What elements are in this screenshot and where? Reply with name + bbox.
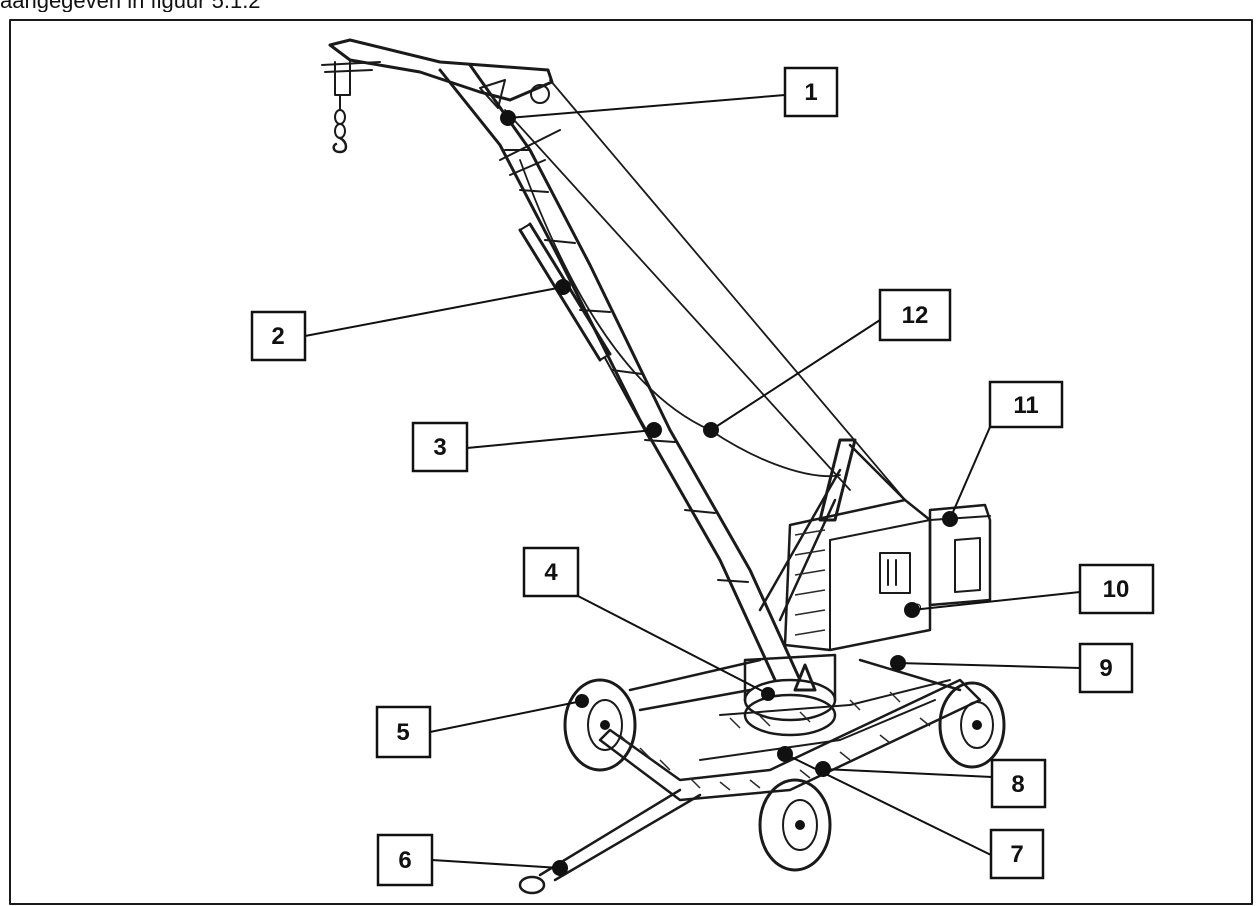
label-10: 10 (1078, 563, 1155, 615)
label-5-text: 5 (396, 719, 409, 746)
label-2: 2 (250, 310, 307, 362)
luffing-cylinder (518, 222, 651, 441)
label-8-text: 8 (1011, 771, 1024, 798)
figure-caption: aangegeven in figuur 5.1.2 (0, 0, 900, 12)
label-3-text: 3 (433, 434, 446, 461)
slewing-ring (743, 653, 837, 737)
drawbar (518, 788, 702, 895)
label-6-text: 6 (398, 847, 411, 874)
label-5: 5 (375, 705, 432, 759)
boom (438, 63, 802, 682)
label-4-text: 4 (544, 559, 558, 586)
label-4: 4 (522, 546, 580, 598)
chassis (598, 678, 982, 802)
label-3: 3 (411, 421, 469, 473)
label-7: 7 (989, 828, 1045, 880)
outriggers (628, 658, 962, 712)
label-10-text: 10 (1103, 576, 1130, 603)
label-8: 8 (990, 758, 1047, 809)
figure-frame (9, 19, 1253, 905)
control-cabinet: D (783, 498, 932, 652)
wheel-rear-right (938, 681, 1006, 769)
label-11-text: 11 (1013, 392, 1038, 419)
label-1-text: 1 (804, 79, 817, 106)
label-2-text: 2 (271, 323, 284, 350)
callouts: 1 2 3 4 5 6 7 8 (250, 66, 1155, 887)
label-7-text: 7 (1010, 841, 1023, 868)
label-9: 9 (1078, 642, 1134, 694)
crane-illustration: D (321, 38, 1006, 895)
label-11: 11 (988, 380, 1064, 429)
hook-icon (332, 94, 348, 154)
mast (758, 438, 907, 622)
jib-cables (504, 79, 906, 501)
label-9-text: 9 (1099, 655, 1112, 682)
jib-head (321, 38, 554, 109)
label-1: 1 (783, 66, 839, 118)
counterweight (928, 503, 992, 607)
label-12-text: 12 (902, 302, 929, 329)
label-12: 12 (878, 288, 952, 342)
label-6: 6 (376, 833, 434, 887)
wheel-front-left (563, 678, 637, 772)
wheel-front-right (758, 778, 832, 872)
